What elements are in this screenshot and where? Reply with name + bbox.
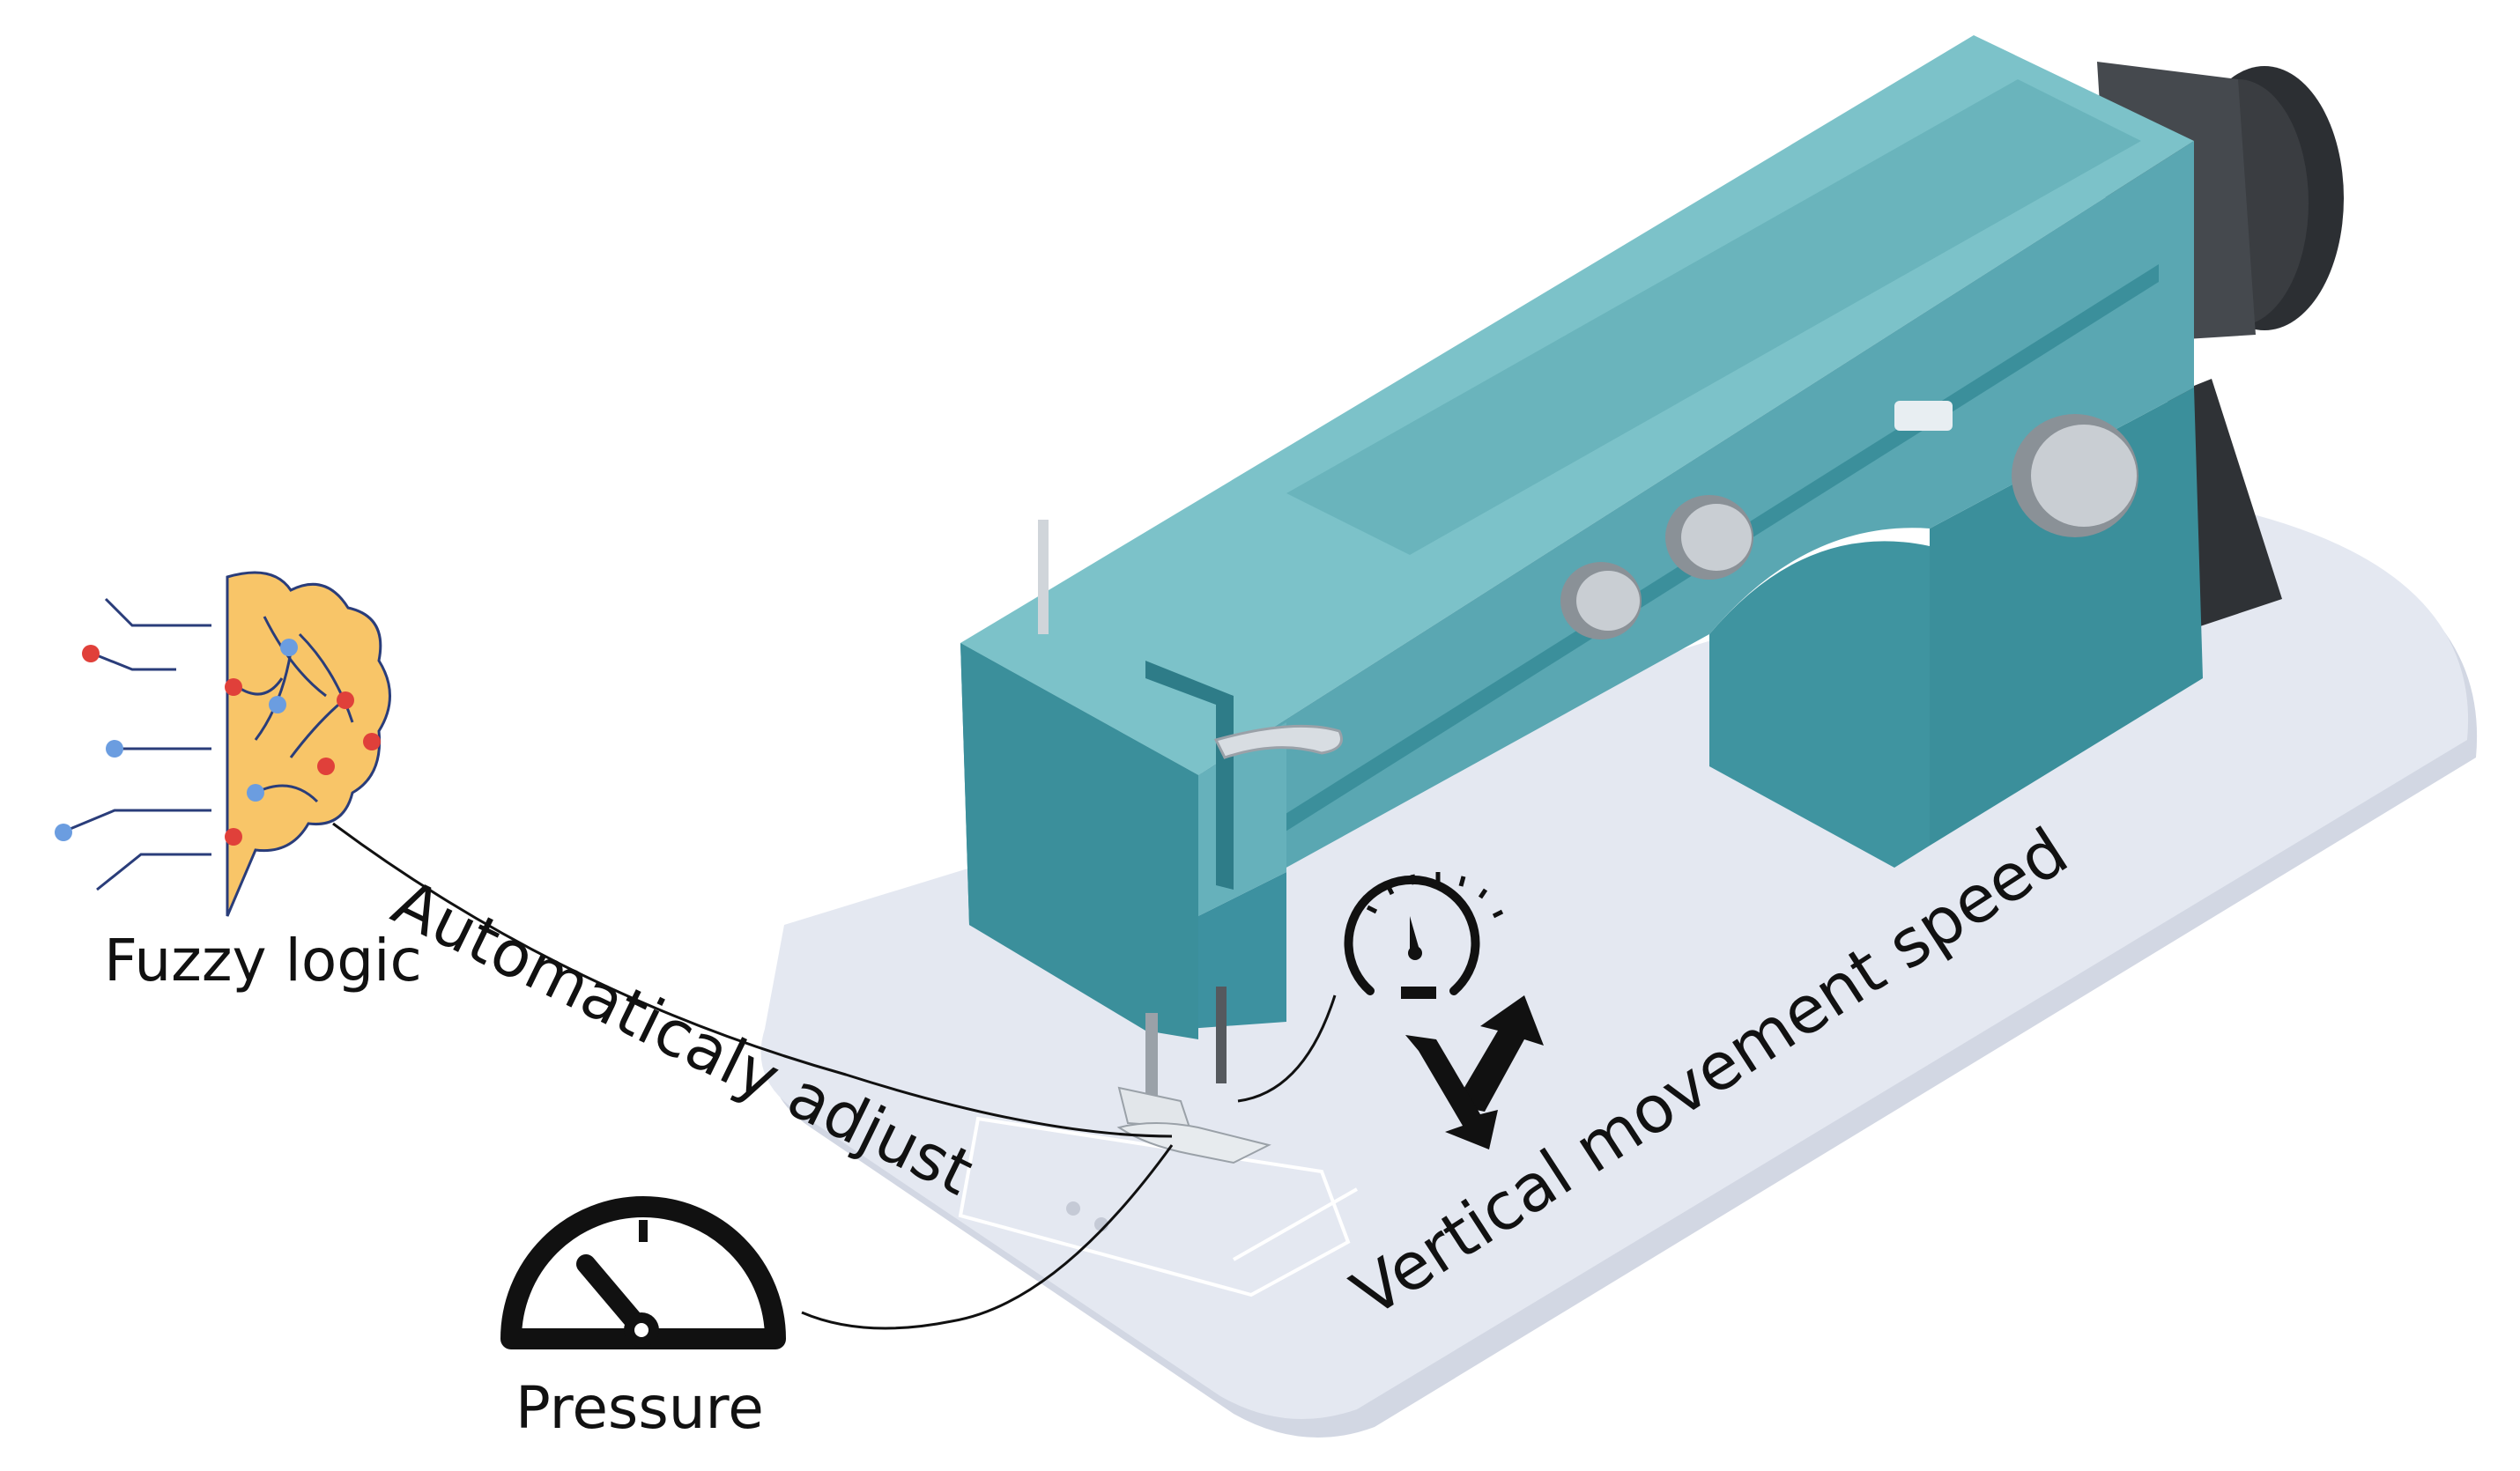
- speedometer-icon: [1344, 872, 1504, 999]
- machine-pillar: [1709, 388, 2203, 868]
- machine-knobs: [1560, 414, 2138, 639]
- presser-lever: [1213, 724, 1343, 759]
- pressure-label: Pressure: [515, 1374, 764, 1442]
- connector-lines: [332, 822, 1337, 1330]
- fuzzy-logic-label: Fuzzy logic: [104, 927, 422, 994]
- thread-slider: [1894, 401, 1953, 431]
- pressure-gauge-icon: [500, 1196, 786, 1349]
- brain-circuit-icon: [55, 571, 391, 917]
- spool-pin: [1038, 520, 1049, 634]
- needle-assembly: [1116, 987, 1271, 1164]
- up-down-arrows-icon: [1405, 995, 1544, 1149]
